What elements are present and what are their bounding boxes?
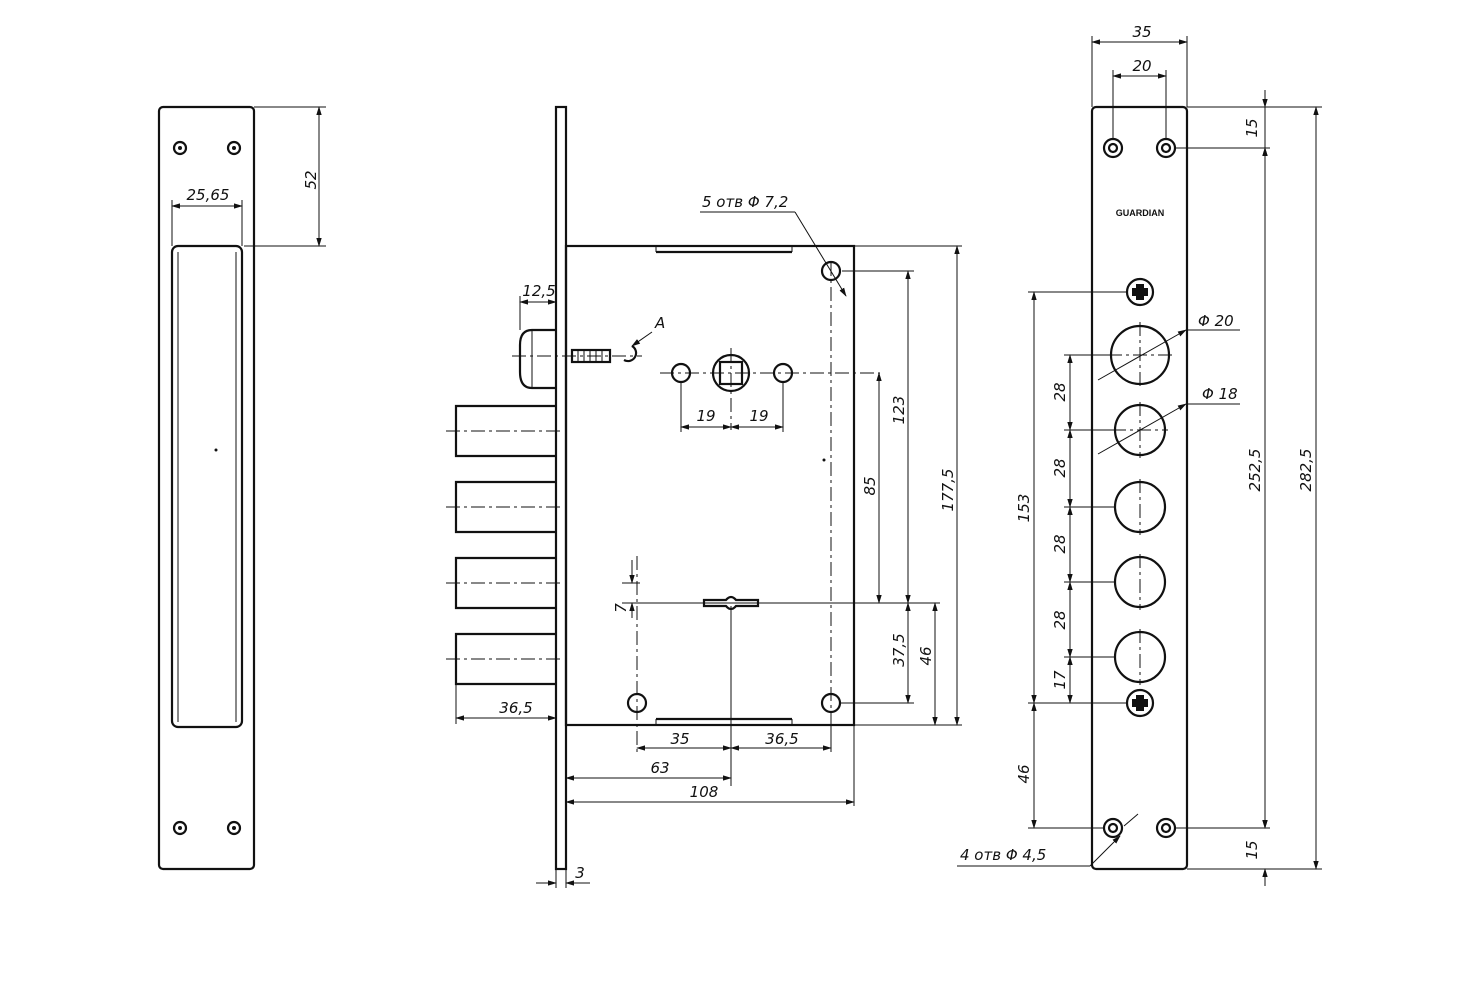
- dim-252-5: 252,5: [1246, 449, 1264, 492]
- dim-17: 17: [1051, 670, 1069, 690]
- dim-35-face: 35: [1132, 23, 1151, 41]
- dim-63: 63: [650, 759, 669, 777]
- dim-46-face: 46: [1015, 764, 1033, 783]
- callout-detail-a: A: [654, 314, 665, 332]
- dim-37-5: 37,5: [890, 633, 908, 666]
- dim-15-bottom: 15: [1243, 840, 1261, 859]
- dim-12-5: 12,5: [522, 282, 555, 300]
- dim-28-3: 28: [1051, 534, 1069, 553]
- dim-15-top: 15: [1243, 118, 1261, 137]
- strike-pocket: [170, 244, 244, 729]
- dim-28-1: 28: [1051, 382, 1069, 401]
- dim-3: 3: [575, 864, 585, 882]
- callout-dia-18: Φ 18: [1202, 385, 1238, 403]
- brand-logo: GUARDIAN: [1116, 208, 1165, 218]
- callout-5-holes: 5 отв Φ 7,2: [702, 193, 788, 211]
- latch-bolt: [518, 328, 556, 390]
- dim-19-left: 19: [696, 407, 715, 425]
- dim-123: 123: [890, 396, 908, 425]
- dim-25-65: 25,65: [187, 186, 230, 204]
- dim-20-face: 20: [1132, 57, 1151, 75]
- dim-28-2: 28: [1051, 458, 1069, 477]
- dim-153: 153: [1015, 494, 1033, 523]
- lock-body: A 12,5 36,5: [446, 105, 962, 888]
- dim-177-5: 177,5: [939, 469, 957, 512]
- dead-bolts: [446, 404, 560, 686]
- lock-case: [564, 244, 856, 727]
- strike-plate: 52 25,65: [157, 105, 326, 871]
- dim-282-5: 282,5: [1297, 449, 1315, 492]
- dim-bolt-36-5: 36,5: [499, 699, 532, 717]
- faceplate-outline: [1090, 105, 1189, 871]
- dim-85: 85: [861, 476, 879, 495]
- dim-35-body: 35: [670, 730, 689, 748]
- dim-52: 52: [302, 170, 320, 189]
- dim-36-5-body: 36,5: [765, 730, 798, 748]
- dim-19-right: 19: [749, 407, 768, 425]
- strike-screw-holes: [172, 140, 242, 836]
- cross-screw-icon: [1125, 277, 1155, 718]
- dim-46-body: 46: [917, 646, 935, 665]
- forend-plate: [554, 105, 568, 871]
- detail-a-mark: [623, 345, 638, 363]
- dim-7: 7: [612, 603, 630, 613]
- callout-dia-20: Φ 20: [1198, 312, 1234, 330]
- callout-4-holes: 4 отв Φ 4,5: [960, 846, 1046, 864]
- dim-28-4: 28: [1051, 610, 1069, 629]
- keyhole: [702, 595, 760, 611]
- faceplate: GUARDIAN: [957, 23, 1322, 886]
- strike-plate-outline: [157, 105, 256, 871]
- dim-108: 108: [690, 783, 719, 801]
